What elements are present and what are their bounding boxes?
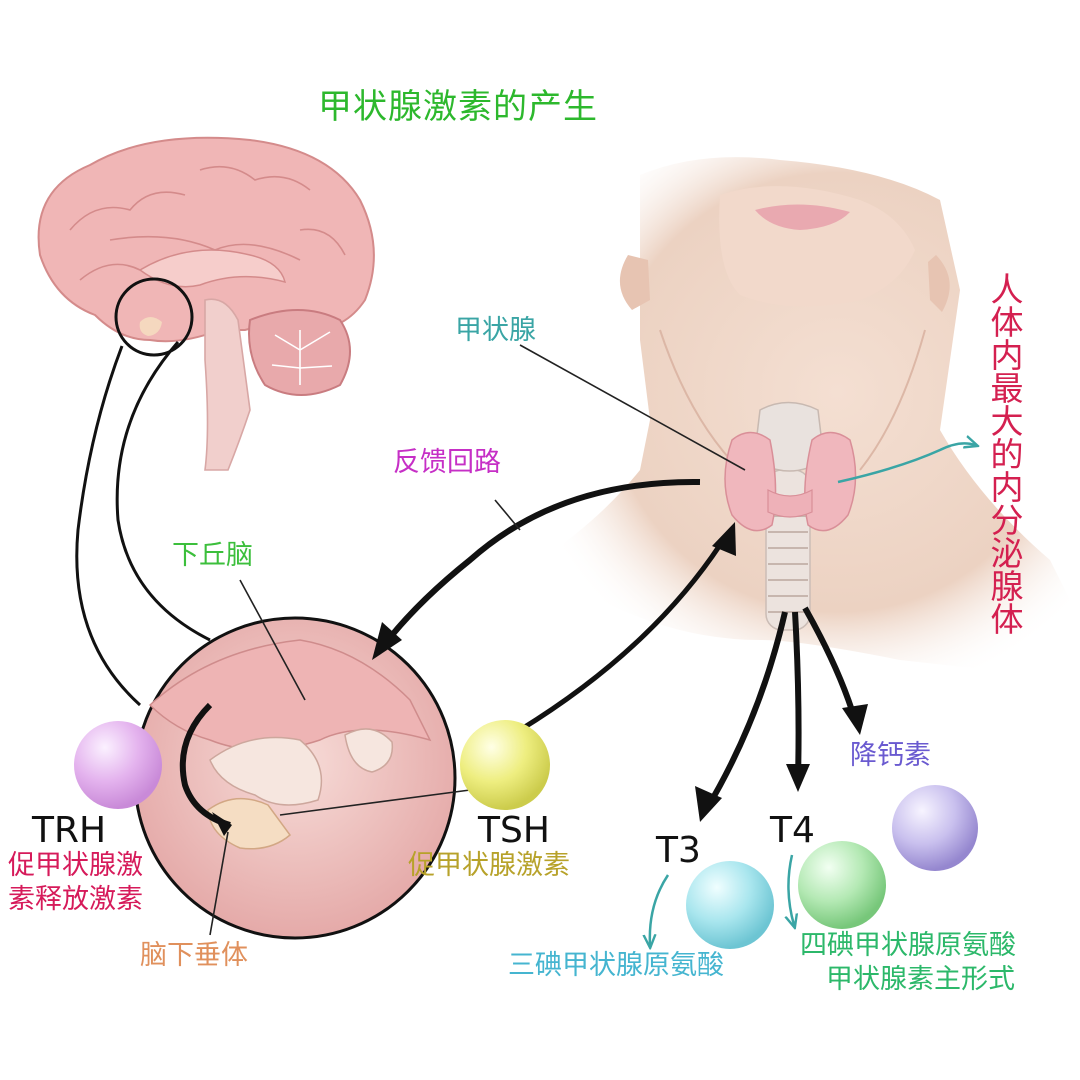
trh-description-line2: 素释放激素 <box>8 884 143 915</box>
trh-ball <box>74 721 162 809</box>
tsh-label: TSH <box>478 810 550 851</box>
calcitonin-ball <box>892 785 978 871</box>
feedback-arrow <box>385 478 701 642</box>
tsh-to-thyroid-arrow-head <box>712 522 736 556</box>
tsh-description: 促甲状腺激素 <box>408 850 570 881</box>
trh-label: TRH <box>32 810 107 851</box>
teal-pointers <box>650 443 975 945</box>
feedback-loop-label: 反馈回路 <box>393 447 501 478</box>
t4-label: T4 <box>770 810 815 851</box>
thyroid-gland-illustration <box>724 401 857 631</box>
tsh-to-thyroid-arrow <box>518 543 723 733</box>
t4-description-line2: 甲状腺素主形式 <box>826 964 1015 995</box>
tsh-ball <box>460 720 550 810</box>
brain-to-zoom-line-outer <box>75 345 142 707</box>
pituitary-label: 脑下垂体 <box>140 940 248 971</box>
thyroid-output-arrows <box>695 606 868 822</box>
feedback-arrow-head <box>372 622 402 660</box>
brain-to-zoom-line-inner <box>115 341 211 642</box>
leader-lines <box>209 344 746 936</box>
trh-description-line1: 促甲状腺激 <box>8 850 143 881</box>
diagram-title: 甲状腺激素的产生 <box>318 87 598 127</box>
connector-lines <box>75 341 211 707</box>
t3-description: 三碘甲状腺原氨酸 <box>508 950 724 981</box>
brain-illustration <box>37 136 375 471</box>
t4-description-line1: 四碘甲状腺原氨酸 <box>800 930 1016 961</box>
t3-label: T3 <box>656 830 701 871</box>
calcitonin-label: 降钙素 <box>850 740 931 771</box>
hypothalamus-zoom-illustration <box>133 616 457 940</box>
t3-ball <box>686 861 774 949</box>
hypothalamus-label: 下丘脑 <box>172 540 253 571</box>
thyroid-label: 甲状腺 <box>455 315 536 346</box>
t4-ball <box>798 841 886 929</box>
largest-gland-note: 人体内最大的内分泌腺体 <box>985 272 1024 635</box>
